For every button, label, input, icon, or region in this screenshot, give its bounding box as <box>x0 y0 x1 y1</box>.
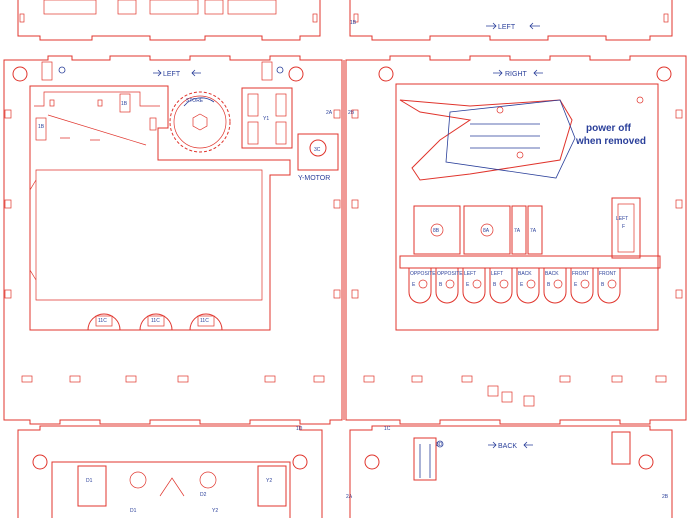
main-right-direction-label: RIGHT <box>505 71 528 78</box>
main-left-panel: LEFT 1B 1B 11C 11C <box>3 55 355 425</box>
switch-row: OPPOSITEEOPPOSITEBLEFTELEFTBBACKEBACKBFR… <box>408 267 621 304</box>
part-3c: 3C <box>314 147 321 153</box>
switch-tab-outline <box>408 267 432 304</box>
bottom-left-panel: 1D D1 Y2 D1 Y2 D2 2A <box>17 425 353 518</box>
switch-tab: OPPOSITE B <box>435 267 463 304</box>
top-right-panel: 1B LEFT <box>349 0 673 41</box>
part-11c-a: 11C <box>98 318 107 324</box>
switch-hole <box>607 279 617 289</box>
switch-letter: E <box>412 282 416 288</box>
switch-letter: E <box>574 282 578 288</box>
switch-label: BACK <box>518 271 532 277</box>
switch-hole <box>580 279 590 289</box>
switch-hole <box>472 279 482 289</box>
part-d2: D2 <box>200 492 207 498</box>
switch-hole <box>445 279 455 289</box>
switch-tab-outline <box>462 267 486 304</box>
power-off-line1: power off <box>586 123 632 134</box>
switch-tab-outline <box>489 267 513 304</box>
part-f: F <box>622 224 625 230</box>
switch-letter: B <box>439 282 443 288</box>
bottom-right-direction-label: BACK <box>498 443 517 450</box>
switch-hole <box>526 279 536 289</box>
y-motor-label: Y-MOTOR <box>298 175 330 182</box>
part-7a: 7A <box>514 228 521 234</box>
part-2a-bottom: 2A <box>346 494 353 500</box>
main-left-direction-label: LEFT <box>163 71 181 78</box>
switch-letter: E <box>520 282 524 288</box>
switch-label: LEFT <box>464 271 476 277</box>
switch-tab: FRONT E <box>570 267 594 304</box>
part-11c-b: 11C <box>151 318 160 324</box>
switch-letter: B <box>547 282 551 288</box>
part-11c-c: 11C <box>200 318 209 324</box>
switch-hole <box>418 279 428 289</box>
switch-label: FRONT <box>572 271 589 277</box>
switch-tab-outline <box>516 267 540 304</box>
part-y1: Y1 <box>263 116 269 122</box>
part-7b: 7A <box>530 228 537 234</box>
part-y2: Y2 <box>266 478 272 484</box>
part-2b-left: 2B <box>348 110 355 116</box>
switch-label: BACK <box>545 271 559 277</box>
main-right-panel: RIGHT power off when removed 8B 8A 7A 7A <box>345 55 687 425</box>
part-left-f: LEFT <box>616 216 628 222</box>
part-8b: 8B <box>433 228 440 234</box>
switch-letter: B <box>493 282 497 288</box>
part-3d: 3D <box>436 442 443 448</box>
switch-tab-outline <box>570 267 594 304</box>
switch-tab: FRONT B <box>597 267 621 304</box>
bottom-right-panel: 1C BACK 3D 2B <box>349 425 673 518</box>
switch-hole <box>553 279 563 289</box>
switch-label: OPPOSITE <box>410 271 436 277</box>
switch-tab-outline <box>543 267 567 304</box>
part-8a: 8A <box>483 228 490 234</box>
switch-letter: B <box>601 282 605 288</box>
switch-tab: BACK B <box>543 267 567 304</box>
switch-tab: LEFT B <box>489 267 513 304</box>
switch-tab: LEFT E <box>462 267 486 304</box>
part-d1-b: D1 <box>130 508 137 514</box>
part-2a-left: 2A <box>326 110 333 116</box>
switch-tab: OPPOSITE E <box>408 267 436 304</box>
part-y2-b: Y2 <box>212 508 218 514</box>
switch-letter: E <box>466 282 470 288</box>
switch-tab-outline <box>435 267 459 304</box>
part-d1-a: D1 <box>86 478 93 484</box>
part-1b-b: 1B <box>38 124 45 130</box>
switch-hole <box>499 279 509 289</box>
top-right-direction-label: LEFT <box>498 24 516 31</box>
top-left-panel <box>17 0 321 41</box>
top-right-tag: 1B <box>350 20 357 26</box>
switch-tab-outline <box>597 267 621 304</box>
power-off-line2: when removed <box>575 136 646 147</box>
switch-tab: BACK E <box>516 267 540 304</box>
part-1c: 1C <box>384 426 391 432</box>
part-2b-bottom: 2B <box>662 494 669 500</box>
switch-label: FRONT <box>599 271 616 277</box>
switch-label: OPPOSITE <box>437 271 463 277</box>
part-1b-a: 1B <box>121 101 128 107</box>
switch-label: LEFT <box>491 271 503 277</box>
gear-label: STORE <box>186 98 204 104</box>
part-1d: 1D <box>296 426 303 432</box>
